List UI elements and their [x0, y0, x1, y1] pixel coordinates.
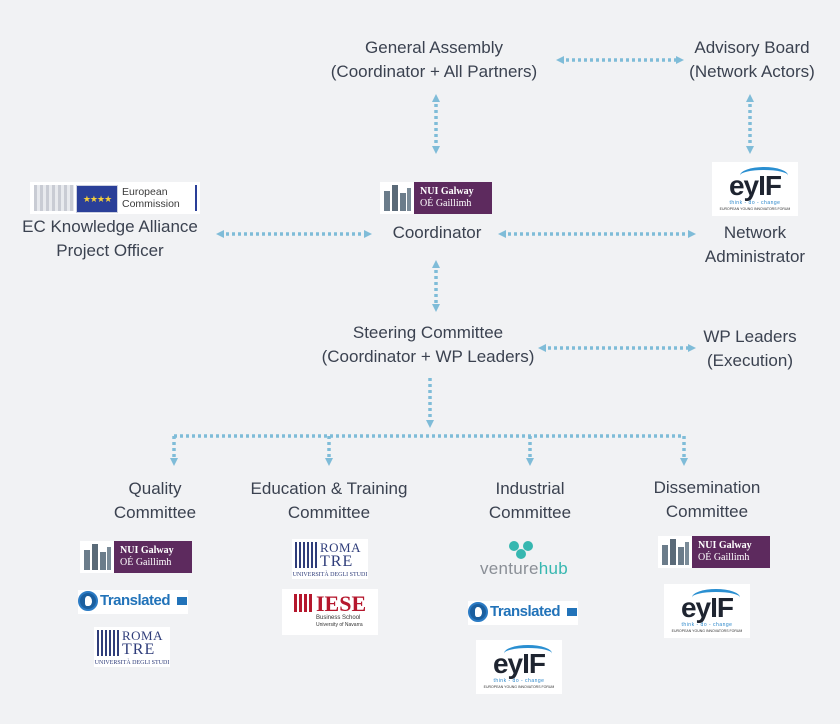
eyif-logo: eyIF think - do - change EUROPEAN YOUNG … — [476, 640, 562, 694]
steering-committee-title: Steering Committee — [352, 323, 504, 342]
general-assembly-node: General Assembly (Coordinator + All Part… — [316, 36, 552, 84]
quality-committee-node: Quality Committee — [84, 477, 226, 525]
ec-officer-title: EC Knowledge Alliance — [22, 217, 198, 236]
network-admin-title: Network — [723, 223, 787, 242]
wp-leaders-node: WP Leaders (Execution) — [690, 325, 810, 373]
advisory-board-title: Advisory Board — [694, 38, 810, 57]
industrial-committee-subtitle: Committee — [488, 503, 572, 522]
globe-icon — [78, 591, 98, 611]
ec-officer-node: EC Knowledge Alliance Project Officer — [10, 215, 210, 263]
venturehub-logo: venturehub — [472, 541, 576, 583]
university-emblem-icon — [295, 542, 317, 568]
eu-flag-icon: ★★★★ — [76, 185, 118, 213]
wp-leaders-subtitle: (Execution) — [707, 351, 793, 370]
building-icon — [34, 185, 74, 211]
advisory-board-node: Advisory Board (Network Actors) — [684, 36, 820, 84]
university-crest-icon — [380, 182, 414, 214]
ec-officer-subtitle: Project Officer — [56, 241, 164, 260]
quality-committee-title: Quality — [128, 479, 182, 498]
roma-tre-logo: ROMA TRE UNIVERSITÀ DEGLI STUDI — [292, 539, 368, 579]
dissemination-committee-subtitle: Committee — [665, 502, 749, 521]
steering-committee-node: Steering Committee (Coordinator + WP Lea… — [310, 321, 546, 369]
coordinator-node: Coordinator — [376, 221, 498, 245]
quality-committee-subtitle: Committee — [113, 503, 197, 522]
industrial-committee-node: Industrial Committee — [462, 477, 598, 525]
general-assembly-subtitle: (Coordinator + All Partners) — [330, 62, 538, 81]
eyif-logo: eyIF think - do - change EUROPEAN YOUNG … — [712, 162, 798, 216]
eyif-logo: eyIF think - do - change EUROPEAN YOUNG … — [664, 584, 750, 638]
translated-logo: Translated — [78, 590, 188, 614]
iese-mark-icon — [294, 594, 312, 612]
wp-leaders-title: WP Leaders — [703, 327, 797, 346]
globe-icon — [468, 602, 488, 622]
venturehub-dots-icon — [509, 541, 535, 559]
education-committee-title: Education & Training — [250, 479, 408, 498]
university-crest-icon — [80, 541, 114, 573]
advisory-board-subtitle: (Network Actors) — [689, 62, 815, 81]
network-admin-node: Network Administrator — [690, 221, 820, 269]
dissemination-committee-node: Dissemination Committee — [624, 476, 790, 524]
roma-tre-logo: ROMA TRE UNIVERSITÀ DEGLI STUDI — [94, 627, 170, 667]
coordinator-title: Coordinator — [392, 223, 482, 242]
network-admin-subtitle: Administrator — [704, 247, 806, 266]
university-crest-icon — [658, 536, 692, 568]
european-commission-logo: ★★★★ European Commission — [30, 182, 200, 214]
iese-logo: IESE Business School University of Navar… — [282, 589, 378, 635]
steering-committee-subtitle: (Coordinator + WP Leaders) — [321, 347, 535, 366]
university-emblem-icon — [97, 630, 119, 656]
dissemination-committee-title: Dissemination — [653, 478, 761, 497]
ec-logo-text: European Commission — [122, 186, 180, 210]
general-assembly-title: General Assembly — [365, 38, 503, 57]
translated-logo: Translated — [468, 601, 578, 625]
education-committee-subtitle: Committee — [287, 503, 371, 522]
industrial-committee-title: Industrial — [495, 479, 565, 498]
education-committee-node: Education & Training Committee — [238, 477, 420, 525]
